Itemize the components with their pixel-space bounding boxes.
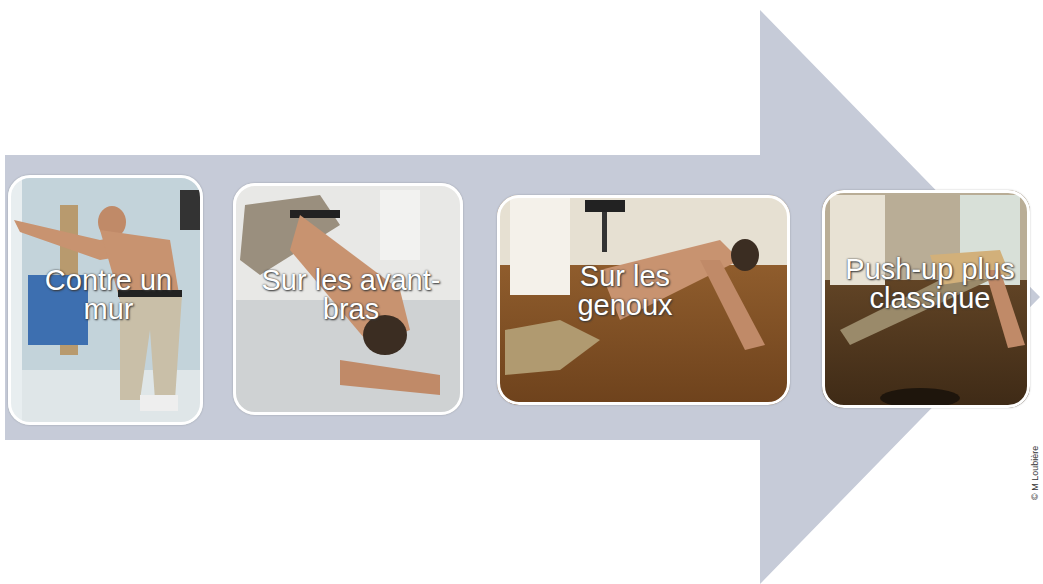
photo-tile: Push-up plus classique	[822, 190, 1030, 408]
tile-caption: Sur les genoux	[550, 262, 700, 320]
photo-wall	[8, 175, 203, 425]
photo-knees	[497, 195, 790, 405]
photo-forearms	[233, 183, 463, 415]
progress-arrow	[5, 10, 1040, 584]
tile-caption: Push-up plus classique	[845, 255, 1015, 313]
photo-tile: Sur les genoux	[497, 195, 790, 405]
photo-tile: Sur les avant-bras	[233, 183, 463, 415]
photo-pushup	[822, 190, 1030, 408]
copyright-note: © M Loubière	[1030, 446, 1040, 500]
tile-caption: Sur les avant-bras	[256, 266, 446, 324]
tile-caption: Contre un mur	[41, 266, 176, 324]
photo-tile: Contre un mur	[8, 175, 203, 425]
